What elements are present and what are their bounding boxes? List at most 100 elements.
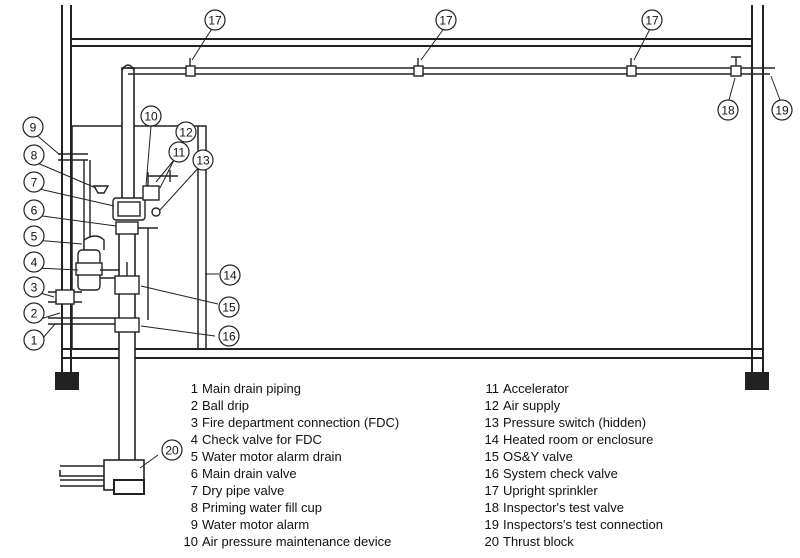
legend-right-item: OS&Y valve bbox=[503, 449, 573, 464]
legend-right-number: 16 bbox=[485, 466, 499, 481]
callout-number: 17 bbox=[645, 14, 659, 28]
legend-left-item: Main drain valve bbox=[202, 466, 297, 481]
callout-circle bbox=[192, 149, 214, 171]
callout-circle bbox=[435, 9, 457, 31]
callout-circle bbox=[175, 121, 197, 143]
callout-number: 16 bbox=[222, 330, 236, 344]
legend-right-item: Inspector's test valve bbox=[503, 500, 624, 515]
callout-6: 6 bbox=[23, 199, 45, 221]
legend-right-number: 20 bbox=[485, 534, 499, 549]
legend-right-number: 13 bbox=[485, 415, 499, 430]
callout-17a: 17 bbox=[204, 9, 226, 31]
legend-left-number: 7 bbox=[191, 483, 198, 498]
callout-4: 4 bbox=[23, 251, 45, 273]
callout-8: 8 bbox=[23, 144, 45, 166]
legend-left-item: Main drain piping bbox=[202, 381, 301, 396]
callout-11: 11 bbox=[168, 141, 190, 163]
callout-number: 18 bbox=[721, 104, 735, 118]
callout-12: 12 bbox=[175, 121, 197, 143]
legend-left-item: Dry pipe valve bbox=[202, 483, 284, 498]
callout-2: 2 bbox=[23, 302, 45, 324]
callout-number: 20 bbox=[165, 444, 179, 458]
legend-left-number: 2 bbox=[191, 398, 198, 413]
legend-right-item: Upright sprinkler bbox=[503, 483, 598, 498]
legend-right-number: 19 bbox=[485, 517, 499, 532]
callout-circle bbox=[218, 296, 240, 318]
callout-number: 5 bbox=[31, 230, 38, 244]
legend-left-number: 4 bbox=[191, 432, 198, 447]
callout-circle bbox=[219, 264, 241, 286]
callout-number: 19 bbox=[775, 104, 789, 118]
legend-right-item: Thrust block bbox=[503, 534, 574, 549]
callout-circle bbox=[218, 325, 240, 347]
legend-left-number: 6 bbox=[191, 466, 198, 481]
leader-lines bbox=[32, 26, 781, 469]
callout-18: 18 bbox=[717, 99, 739, 121]
callout-circle bbox=[23, 329, 45, 351]
callout-10: 10 bbox=[140, 105, 162, 127]
legend-right-item: Heated room or enclosure bbox=[503, 432, 653, 447]
legend-left-item: Ball drip bbox=[202, 398, 249, 413]
callout-number: 1 bbox=[31, 334, 38, 348]
legend-left-item: Fire department connection (FDC) bbox=[202, 415, 399, 430]
legend-left-item: Water motor alarm bbox=[202, 517, 309, 532]
legend-right-item: Accelerator bbox=[503, 381, 569, 396]
callout-circle bbox=[23, 225, 45, 247]
building-frame bbox=[61, 5, 764, 372]
sprinkler-piping bbox=[59, 64, 775, 495]
legend-left-number: 10 bbox=[184, 534, 198, 549]
callout-circle bbox=[717, 99, 739, 121]
callout-7: 7 bbox=[23, 171, 45, 193]
callout-circle bbox=[168, 141, 190, 163]
callout-circle bbox=[140, 105, 162, 127]
callout-number: 17 bbox=[439, 14, 453, 28]
callout-number: 3 bbox=[31, 281, 38, 295]
legend-left-item: Check valve for FDC bbox=[202, 432, 322, 447]
callout-circle bbox=[161, 439, 183, 461]
callout-20: 20 bbox=[161, 439, 183, 461]
callout-1: 1 bbox=[23, 329, 45, 351]
legend-right-number: 11 bbox=[486, 381, 500, 396]
legend-right-item: Air supply bbox=[503, 398, 561, 413]
callout-19: 19 bbox=[771, 99, 793, 121]
callout-number: 4 bbox=[31, 256, 38, 270]
legend-right-number: 12 bbox=[485, 398, 499, 413]
callout-number: 12 bbox=[179, 126, 193, 140]
legend-left-number: 5 bbox=[191, 449, 198, 464]
legend-right-item: Inspectors's test connection bbox=[503, 517, 663, 532]
legend-left-item: Priming water fill cup bbox=[202, 500, 322, 515]
legend-left-number: 8 bbox=[191, 500, 198, 515]
valve-trim bbox=[48, 153, 178, 333]
legend-right-number: 17 bbox=[485, 483, 499, 498]
legend-right-number: 14 bbox=[485, 432, 499, 447]
callout-number: 11 bbox=[173, 146, 186, 160]
callout-number: 6 bbox=[31, 204, 38, 218]
callout-13: 13 bbox=[192, 149, 214, 171]
legend-right-number: 15 bbox=[485, 449, 499, 464]
column-footings bbox=[55, 372, 769, 390]
legend-right-number: 18 bbox=[485, 500, 499, 515]
callout-circle bbox=[771, 99, 793, 121]
callout-circle bbox=[641, 9, 663, 31]
callout-number: 15 bbox=[222, 301, 236, 315]
callout-circle bbox=[23, 251, 45, 273]
callout-number: 14 bbox=[223, 269, 237, 283]
callout-circle bbox=[23, 302, 45, 324]
callout-circle bbox=[23, 276, 45, 298]
callout-number: 2 bbox=[31, 307, 38, 321]
legend-left-item: Water motor alarm drain bbox=[202, 449, 342, 464]
callout-5: 5 bbox=[23, 225, 45, 247]
legend-right-item: System check valve bbox=[503, 466, 618, 481]
legend-left-number: 1 bbox=[191, 381, 198, 396]
legend-left-number: 9 bbox=[191, 517, 198, 532]
callout-number: 10 bbox=[144, 110, 158, 124]
callout-9: 9 bbox=[22, 116, 44, 138]
legend-left-number: 3 bbox=[191, 415, 198, 430]
callout-circle bbox=[23, 144, 45, 166]
callout-circle bbox=[22, 116, 44, 138]
callout-number: 17 bbox=[208, 14, 222, 28]
callout-number: 8 bbox=[31, 149, 38, 163]
callout-16: 16 bbox=[218, 325, 240, 347]
